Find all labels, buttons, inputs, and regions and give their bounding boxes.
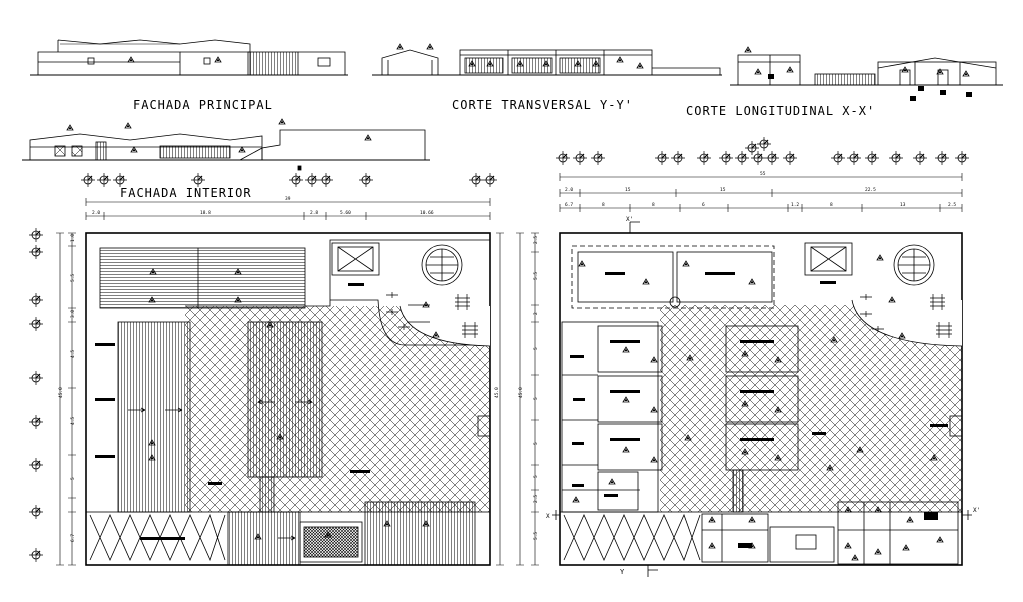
dim-text: 45.0 [518,387,524,398]
dim-text: 39 [285,196,291,202]
dim-text: 8 [602,202,605,208]
title-fachada-interior: FACHADA INTERIOR [120,186,252,200]
dim-text: 18.8 [200,210,211,216]
dim-text: 5 [533,347,539,350]
dim-text: 2.0 [92,210,100,216]
dim-text: 3.0 [70,310,76,318]
elevation-level-tags [768,74,972,101]
dim-text: 6 [702,202,705,208]
right-floor-plan [559,232,963,566]
dim-text: 8 [652,202,655,208]
dim-text: 2.8 [310,210,318,216]
dim-text: 45.0 [494,387,500,398]
fachada-interior-elevation [22,129,430,171]
dim-text: 1.2 [791,202,799,208]
dim-text: 5.5 [533,532,539,540]
dim-text: 5 [70,477,76,480]
dim-text: 5 [533,442,539,445]
title-corte-longitudinal: CORTE LONGITUDINAL X-X' [686,104,876,118]
section-mark-x-prime-top: X' [626,216,633,223]
section-mark-y: Y [620,568,625,576]
dim-text: 2.0 [565,187,573,193]
right-plan-dimensions [516,173,963,566]
dim-text: 55 [760,171,766,177]
dim-text: 5.5 [533,272,539,280]
left-floor-plan [85,232,491,566]
right-plan-dim-text: 2.0 15 15 22.5 55 6.7 8 8 6 1.2 8 13 2.5… [518,171,956,540]
dim-text: 45.0 [58,387,64,398]
dim-text: 10.66 [420,210,434,216]
corte-transversal-section [372,49,722,76]
section-cut-markers [552,221,972,577]
corte-longitudinal-section [730,54,1003,86]
dim-text: 15 [625,187,631,193]
dim-text: 5.5 [70,274,76,282]
section-mark-x: X [546,513,550,520]
left-plan-dim-text: 2.0 18.8 2.8 5.60 10.66 39 45.0 45.0 1.0… [58,196,500,542]
dim-text: 6.7 [70,534,76,542]
dim-text: 22.5 [865,187,876,193]
right-plan-labels [570,272,948,548]
section-mark-x-prime: X' [973,507,980,514]
dim-text: 6.7 [565,202,573,208]
dim-text: 5 [533,475,539,478]
title-corte-transversal: CORTE TRANSVERSAL Y-Y' [452,98,633,112]
dim-text: 2.5 [533,495,539,503]
dim-text: 2.5 [533,236,539,244]
left-plan-dimensions [56,198,504,566]
dim-text: 8 [830,202,833,208]
dim-text: 2 [533,312,539,315]
dim-text: 4.5 [70,350,76,358]
left-plan-labels [95,283,370,540]
dim-text: 5 [533,397,539,400]
dim-text: 4.5 [70,417,76,425]
title-fachada-principal: FACHADA PRINCIPAL [133,98,273,112]
dim-text: 1.0 [70,234,76,242]
fachada-principal-elevation [30,39,348,76]
dim-text: 5.60 [340,210,351,216]
dim-text: 13 [900,202,906,208]
dim-text: 15 [720,187,726,193]
dim-text: 2.5 [948,202,956,208]
